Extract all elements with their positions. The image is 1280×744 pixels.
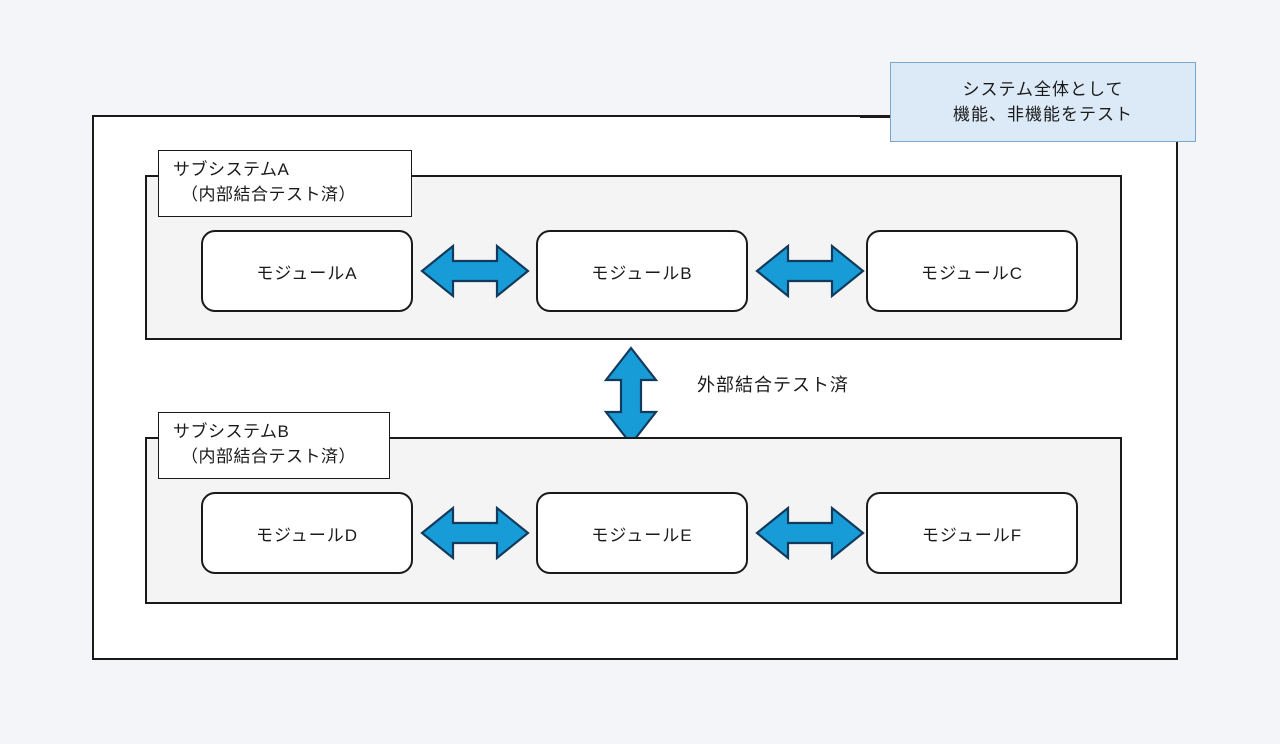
callout-line2: 機能、非機能をテスト xyxy=(953,105,1133,124)
arrow-subsystem-a-to-b-icon xyxy=(603,346,659,446)
external-integration-test-label: 外部結合テスト済 xyxy=(697,375,849,395)
module-c-box[interactable]: モジュールC xyxy=(866,230,1078,312)
module-a-box[interactable]: モジュールA xyxy=(201,230,413,312)
module-e-box[interactable]: モジュールE xyxy=(536,492,748,574)
module-e-label: モジュールE xyxy=(591,525,693,545)
callout-connector-line xyxy=(860,115,891,118)
subsystem-a-label-line1: サブシステムA xyxy=(173,160,290,179)
system-test-callout: システム全体として 機能、非機能をテスト xyxy=(890,62,1196,142)
module-c-label: モジュールC xyxy=(920,263,1024,283)
subsystem-b-label: サブシステムB （内部結合テスト済） xyxy=(158,412,390,479)
module-b-box[interactable]: モジュールB xyxy=(536,230,748,312)
arrow-module-a-to-b-icon xyxy=(420,243,530,299)
module-d-label: モジュールD xyxy=(255,525,359,545)
arrow-module-b-to-c-icon xyxy=(755,243,865,299)
module-f-box[interactable]: モジュールF xyxy=(866,492,1078,574)
module-f-label: モジュールF xyxy=(921,525,1023,545)
subsystem-a-label: サブシステムA （内部結合テスト済） xyxy=(158,150,412,217)
arrow-module-d-to-e-icon xyxy=(420,505,530,561)
subsystem-b-label-line2: （内部結合テスト済） xyxy=(181,446,356,466)
module-a-label: モジュールA xyxy=(256,263,358,283)
module-d-box[interactable]: モジュールD xyxy=(201,492,413,574)
subsystem-a-label-line2: （内部結合テスト済） xyxy=(181,184,356,204)
subsystem-b-label-line1: サブシステムB xyxy=(173,422,290,441)
callout-line1: システム全体として xyxy=(962,79,1124,99)
module-b-label: モジュールB xyxy=(591,263,693,283)
arrow-module-e-to-f-icon xyxy=(755,505,865,561)
